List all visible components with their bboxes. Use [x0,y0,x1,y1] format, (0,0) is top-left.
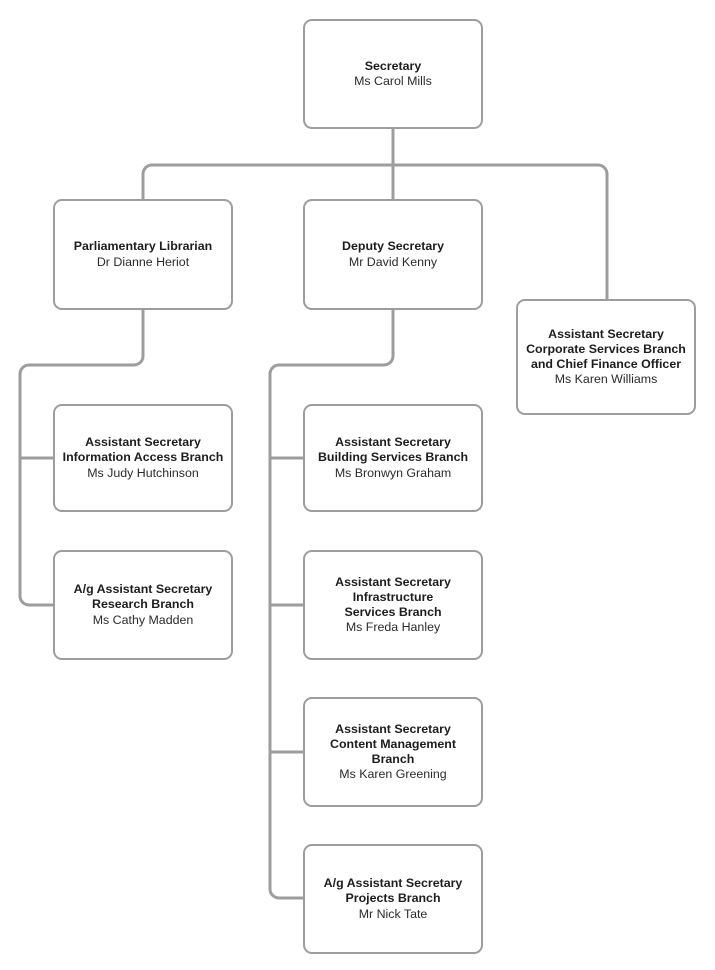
node-infrastructure-services-branch-person: Ms Freda Hanley [345,620,441,635]
edge-librarian-trunk [18,310,145,607]
node-content-management-branch-person: Ms Karen Greening [339,767,447,782]
node-content-management-branch[interactable]: Assistant Secretary Content Management B… [303,697,483,807]
node-infrastructure-services-branch[interactable]: Assistant Secretary Infrastructure Servi… [303,550,483,660]
node-research-branch[interactable]: A/g Assistant Secretary Research Branch … [53,550,233,660]
node-research-branch-person: Ms Cathy Madden [92,612,194,627]
node-infrastructure-services-branch-title: Assistant Secretary Infrastructure Servi… [335,574,451,620]
node-secretary-title: Secretary [364,58,422,73]
node-building-services-branch-title: Assistant Secretary Building Services Br… [317,435,469,465]
node-corporate-services-branch-title: Assistant Secretary Corporate Services B… [526,326,686,372]
node-deputy-secretary[interactable]: Deputy Secretary Mr David Kenny [303,199,483,310]
node-building-services-branch-person: Ms Bronwyn Graham [334,465,452,480]
edge-bus-to-corporate [597,163,609,299]
node-corporate-services-branch[interactable]: Assistant Secretary Corporate Services B… [516,299,696,415]
node-deputy-secretary-title: Deputy Secretary [342,239,444,254]
node-corporate-services-branch-person: Ms Karen Williams [554,372,658,387]
node-secretary[interactable]: Secretary Ms Carol Mills [303,19,483,129]
node-information-access-branch-person: Ms Judy Hutchinson [87,465,199,480]
edge-bus-to-librarian [141,163,153,199]
node-parliamentary-librarian[interactable]: Parliamentary Librarian Dr Dianne Heriot [53,199,233,310]
node-building-services-branch[interactable]: Assistant Secretary Building Services Br… [303,404,483,512]
node-information-access-branch[interactable]: Assistant Secretary Information Access B… [53,404,233,512]
node-deputy-secretary-person: Mr David Kenny [348,254,438,269]
node-projects-branch-title: A/g Assistant Secretary Projects Branch [323,876,463,906]
node-parliamentary-librarian-person: Dr Dianne Heriot [96,254,190,269]
node-projects-branch[interactable]: A/g Assistant Secretary Projects Branch … [303,844,483,954]
node-projects-branch-person: Mr Nick Tate [358,906,428,921]
node-content-management-branch-title: Assistant Secretary Content Management B… [330,721,456,767]
node-information-access-branch-title: Assistant Secretary Information Access B… [62,435,224,465]
node-secretary-person: Ms Carol Mills [354,74,432,88]
node-research-branch-title: A/g Assistant Secretary Research Branch [73,582,213,612]
edge-deputy-trunk [268,310,395,900]
node-parliamentary-librarian-title: Parliamentary Librarian [73,239,213,254]
